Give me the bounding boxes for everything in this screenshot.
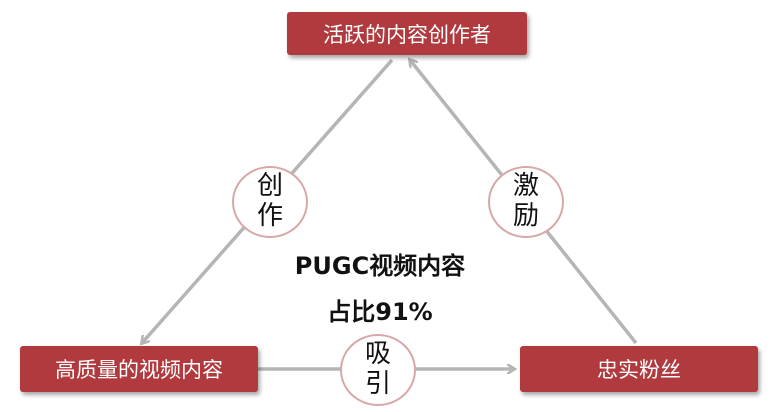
node-quality-content: 高质量的视频内容 bbox=[20, 346, 258, 392]
center-share-stat: 占比91% bbox=[327, 298, 433, 326]
edge-label-char: 吸 bbox=[364, 339, 391, 370]
node-loyal-fans: 忠实粉丝 bbox=[520, 346, 758, 392]
edge-label-motivate: 激 励 bbox=[488, 166, 564, 238]
edge-label-attract: 吸 引 bbox=[340, 334, 416, 406]
edge-label-char: 励 bbox=[512, 201, 539, 231]
node-active-creators: 活跃的内容创作者 bbox=[287, 12, 527, 55]
center-title: PUGC视频内容 bbox=[294, 252, 466, 280]
edge-label-char: 引 bbox=[364, 369, 391, 399]
edge-label-char: 创 bbox=[256, 171, 283, 202]
edge-label-char: 作 bbox=[256, 201, 283, 231]
edge-label-char: 激 bbox=[512, 171, 539, 202]
edge-label-create: 创 作 bbox=[232, 166, 308, 238]
